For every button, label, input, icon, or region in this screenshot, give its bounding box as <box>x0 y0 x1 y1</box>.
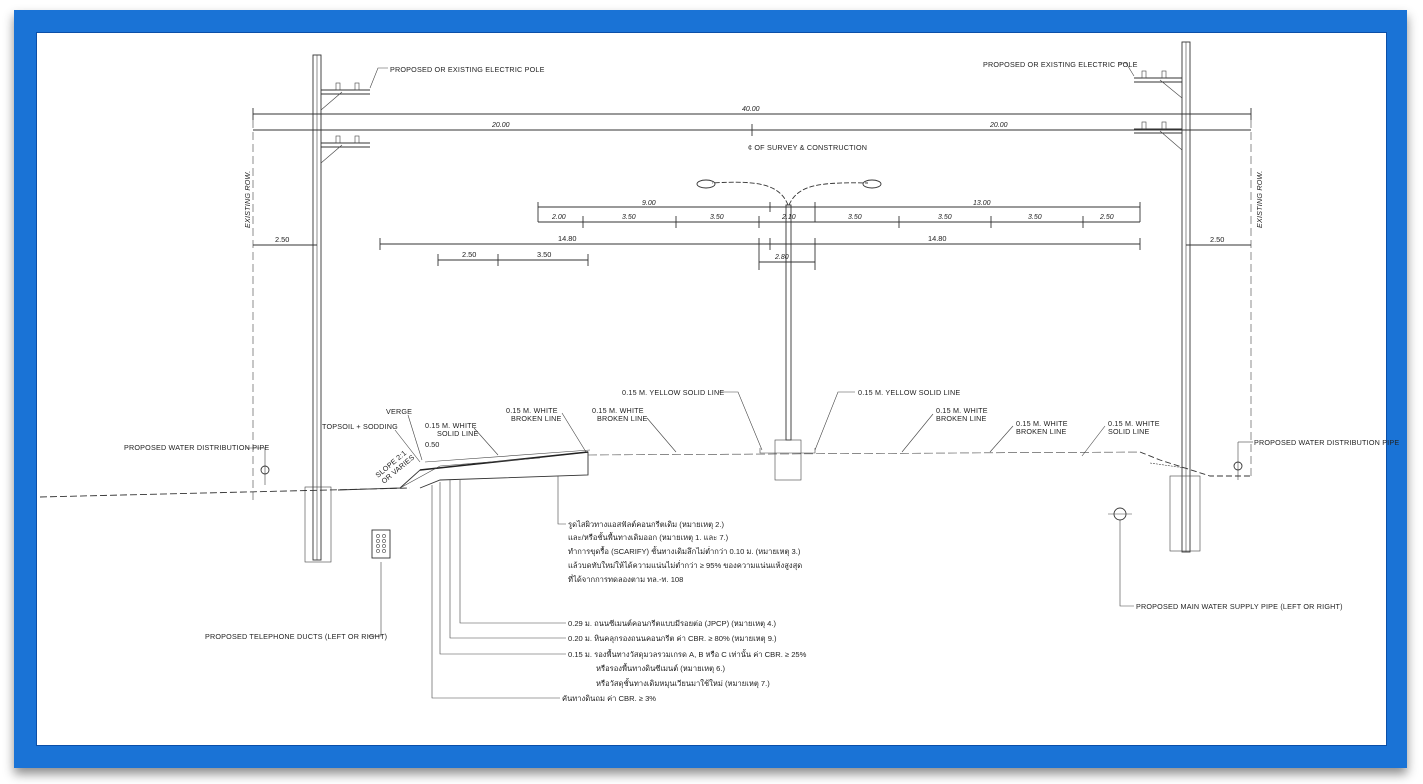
side-050: 0.50 <box>425 440 439 449</box>
lane-right-2: 3.50 <box>1028 214 1042 221</box>
note-layer-0: 0.29 ม. ถนนซีเมนต์คอนกรีตแบบมีรอยต่อ (JP… <box>568 619 776 628</box>
note-top-0: รูดไสผิวทางแอสฟัลต์คอนกรีตเดิม (หมายเหตุ… <box>568 520 725 529</box>
telephone-label: PROPOSED TELEPHONE DUCTS (LEFT OR RIGHT) <box>205 632 387 641</box>
telephone-duct-icon <box>368 529 391 637</box>
dim-half-right: 20.00 <box>989 122 1008 129</box>
dim-swk-250: 2.50 <box>462 250 476 259</box>
note-top-1: และ/หรือชั้นพื้นทางเดิมออก (หมายเหตุ 1. … <box>568 532 729 542</box>
dimension-halves <box>253 124 1251 136</box>
white-broken-left-b1: 0.15 M. WHITE <box>592 406 644 415</box>
white-broken-left-a2: BROKEN LINE <box>511 414 562 423</box>
note-layer-1: 0.20 ม. หินคลุกรองถนนคอนกรีต ค่า CBR. ≥ … <box>568 634 777 643</box>
dim-carriage-right: 14.80 <box>928 234 947 243</box>
lane-right-3: 2.50 <box>1099 214 1114 221</box>
main-water-pipe-icon <box>1108 507 1134 607</box>
white-solid-left-2: SOLID LINE <box>437 429 479 438</box>
water-right-label: PROPOSED WATER DISTRIBUTION PIPE <box>1254 438 1399 447</box>
white-broken-right-a1: 0.15 M. WHITE <box>936 406 988 415</box>
water-left-label: PROPOSED WATER DISTRIBUTION PIPE <box>124 443 269 452</box>
lane-right-1: 3.50 <box>938 214 952 221</box>
note-layer-4: หรือวัสดุชั้นทางเดิมหมุนเวียนมาใช้ใหม่ (… <box>596 678 770 688</box>
drawing-sheet <box>36 32 1387 746</box>
lane-left-2: 3.50 <box>710 214 724 221</box>
existing-row-left: EXISTING ROW. <box>243 171 252 228</box>
note-top-3: แล้วบดทับใหม่ให้ได้ความแน่นไม่ต่ำกว่า ≥ … <box>568 560 802 570</box>
lane-left-0: 2.00 <box>551 214 566 221</box>
topsoil-label: TOPSOIL + SODDING <box>322 422 398 431</box>
street-light <box>696 179 882 481</box>
note-layer-3: หรือรองพื้นทางดินซีเมนต์ (หมายเหตุ 6.) <box>596 663 726 673</box>
white-broken-right-b2: BROKEN LINE <box>1016 427 1067 436</box>
note-layer-5: คันทางดินถม ค่า CBR. ≥ 3% <box>562 694 656 703</box>
white-broken-left-a1: 0.15 M. WHITE <box>506 406 558 415</box>
lane-left-3: 2.10 <box>781 214 796 221</box>
lane-right-0: 3.50 <box>848 214 862 221</box>
note-top-2: ทำการขุดรื้อ (SCARIFY) ชั้นทางเดิมลึกไม่… <box>568 546 801 556</box>
dim-row-right: 2.50 <box>1210 235 1224 244</box>
dim-total: 40.00 <box>742 106 760 113</box>
centerline-label: ¢ OF SURVEY & CONSTRUCTION <box>748 143 867 152</box>
white-broken-left-b2: BROKEN LINE <box>597 414 648 423</box>
electric-pole-left <box>304 54 370 563</box>
pole-left-label: PROPOSED OR EXISTING ELECTRIC POLE <box>390 65 545 74</box>
dim-row-left: 2.50 <box>275 235 289 244</box>
electric-pole-right <box>1134 41 1201 553</box>
dim-median: 2.80 <box>774 254 789 261</box>
pole-right-label: PROPOSED OR EXISTING ELECTRIC POLE <box>983 60 1138 69</box>
white-solid-right-1: 0.15 M. WHITE <box>1108 419 1160 428</box>
note-top-4: ที่ได้จากการทดลองตาม ทล.-ท. 108 <box>568 574 683 584</box>
dim-carriageway <box>379 238 1141 270</box>
note-layer-2: 0.15 ม. รองพื้นทางวัสดุมวลรวมเกรด A, B ห… <box>568 649 807 659</box>
dim-swk-350: 3.50 <box>537 250 551 259</box>
dim-9: 9.00 <box>642 200 656 207</box>
main-water-label: PROPOSED MAIN WATER SUPPLY PIPE (LEFT OR… <box>1136 602 1343 611</box>
dim-13: 13.00 <box>973 200 991 207</box>
water-pipe-left-icon <box>260 448 270 485</box>
dim-9-13 <box>537 202 1141 222</box>
existing-row-right: EXISTING ROW. <box>1255 171 1264 228</box>
water-pipe-right-icon <box>1233 442 1243 480</box>
yellow-left-label: 0.15 M. YELLOW SOLID LINE <box>622 388 724 397</box>
blue-frame <box>14 10 1407 768</box>
white-solid-right-2: SOLID LINE <box>1108 427 1150 436</box>
verge-label: VERGE <box>386 407 412 416</box>
dim-carriage-left: 14.80 <box>558 234 577 243</box>
yellow-right-label: 0.15 M. YELLOW SOLID LINE <box>858 388 960 397</box>
white-solid-left-1: 0.15 M. WHITE <box>425 421 477 430</box>
dim-lanes <box>538 216 1140 228</box>
dim-sidewalk <box>437 254 589 266</box>
white-broken-right-a2: BROKEN LINE <box>936 414 987 423</box>
dim-half-left: 20.00 <box>491 122 510 129</box>
lane-left-1: 3.50 <box>622 214 636 221</box>
ground-profile <box>39 448 1250 498</box>
dimension-total <box>252 108 1252 120</box>
white-broken-right-b1: 0.15 M. WHITE <box>1016 419 1068 428</box>
